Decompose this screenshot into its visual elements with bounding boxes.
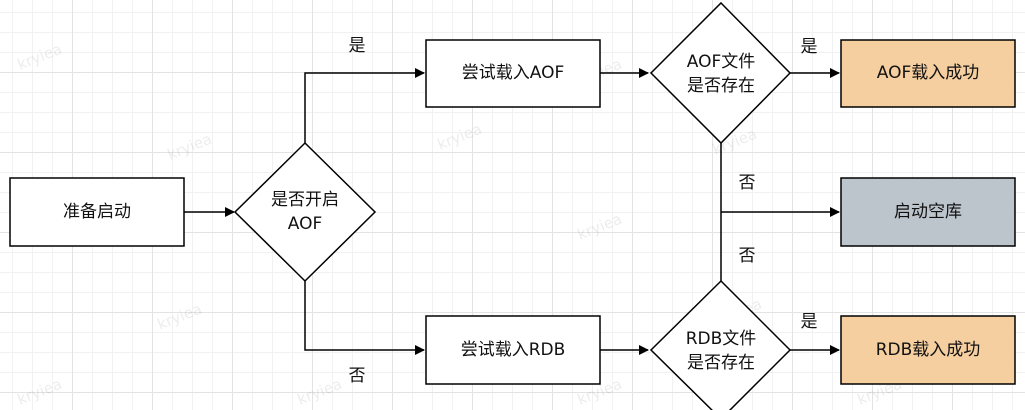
rdb-success-label: RDB载入成功 — [876, 340, 981, 360]
decision-aof-enabled-label-2: AOF — [288, 214, 323, 234]
watermark: kryiea — [155, 300, 205, 334]
edge-label-no-rdb: 否 — [349, 366, 366, 386]
aof-exists-label-2: 是否存在 — [687, 76, 755, 96]
node-labels: 准备启动 是否开启 AOF 尝试载入AOF 尝试载入RDB AOF文件 是否存在… — [63, 52, 980, 373]
edge-label-aof-yes: 是 — [801, 37, 818, 57]
aof-exists-label-1: AOF文件 — [687, 52, 756, 72]
try-aof-node — [425, 39, 601, 108]
try-rdb-label: 尝试载入RDB — [461, 340, 566, 360]
watermark: kryiea — [15, 375, 65, 409]
connector-yes-to-try-aof — [304, 68, 425, 143]
connectors — [184, 68, 840, 355]
empty-db-node — [840, 177, 1016, 247]
try-rdb-node — [425, 315, 601, 385]
watermark: kryiea — [165, 130, 215, 164]
empty-db-label: 启动空库 — [894, 202, 962, 222]
start-node — [9, 177, 185, 247]
nodes — [9, 1, 1016, 410]
edge-label-rdb-no: 否 — [739, 246, 756, 266]
rdb-exists-label-1: RDB文件 — [686, 329, 757, 349]
watermark: kryiea — [15, 40, 65, 74]
edge-label-yes-aof: 是 — [349, 36, 366, 56]
edge-label-aof-no: 否 — [739, 173, 756, 193]
rdb-exists-label-2: 是否存在 — [687, 353, 755, 373]
edge-label-rdb-yes: 是 — [801, 312, 818, 332]
watermark: kryiea — [575, 210, 625, 244]
try-aof-label: 尝试载入AOF — [462, 63, 565, 83]
decision-aof-exists — [649, 1, 792, 145]
connector-no-to-try-rdb — [304, 281, 425, 355]
watermark: kryiea — [295, 375, 345, 409]
edge-labels: 是 否 是 否 否 是 — [349, 36, 818, 386]
aof-success-node — [840, 39, 1016, 108]
rdb-success-node — [840, 315, 1016, 385]
start-label: 准备启动 — [63, 202, 131, 222]
decision-aof-enabled — [233, 141, 377, 283]
aof-success-label: AOF载入成功 — [877, 63, 980, 83]
decision-aof-enabled-label-1: 是否开启 — [271, 190, 339, 210]
decision-rdb-exists — [649, 279, 792, 410]
watermark: kryiea — [435, 120, 485, 154]
